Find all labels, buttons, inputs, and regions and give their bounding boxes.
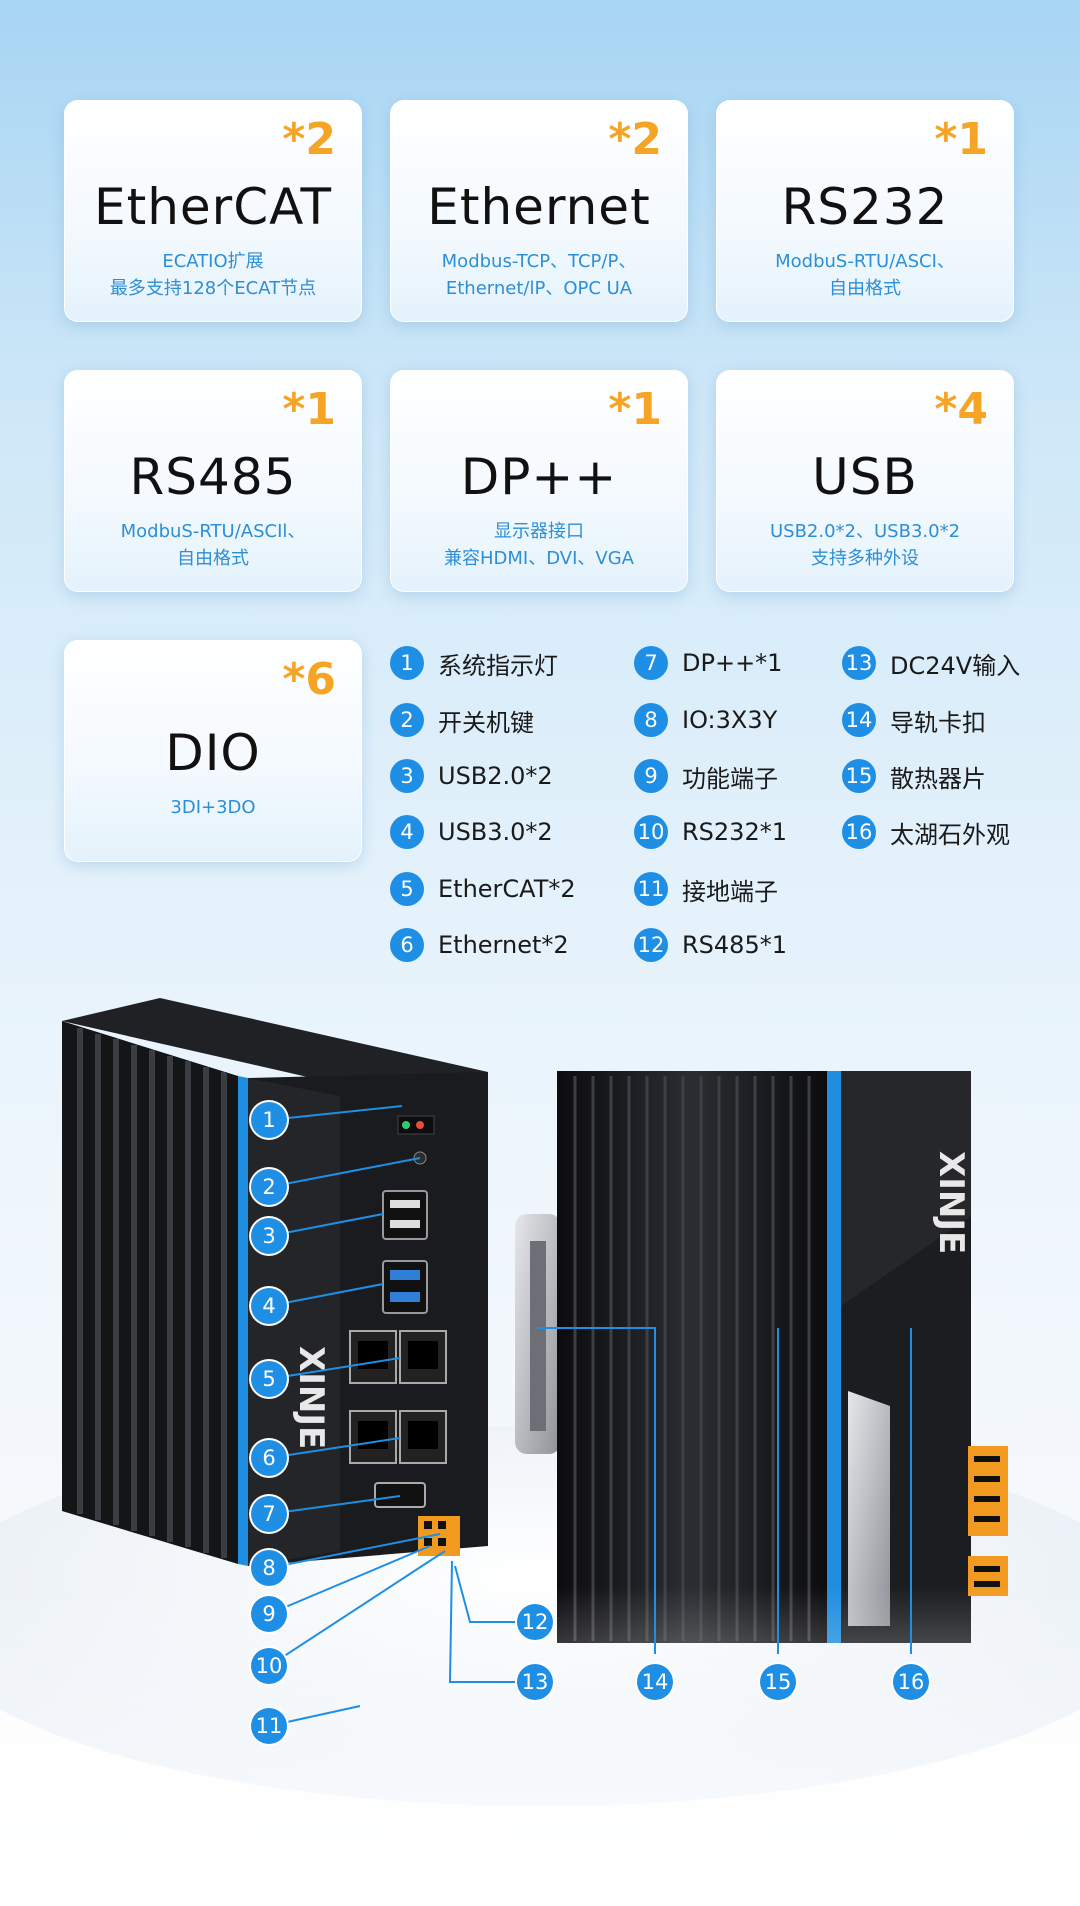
legend-label: 接地端子 <box>682 877 778 906</box>
device-side: XINJE <box>515 1071 1008 1643</box>
callout-16: 16 <box>893 1664 929 1700</box>
callout-12: 12 <box>517 1604 553 1640</box>
legend-item: 2 开关机键 <box>390 700 534 740</box>
card-title: EtherCAT <box>94 178 332 236</box>
legend-item: 3 USB2.0*2 <box>390 756 553 796</box>
legend-item: 12 RS485*1 <box>634 925 787 965</box>
callout-14: 14 <box>637 1664 673 1700</box>
callout-11: 11 <box>251 1708 287 1744</box>
legend-number: 8 <box>634 703 668 737</box>
legend-item: 6 Ethernet*2 <box>390 925 569 965</box>
legend-label: Ethernet*2 <box>438 931 569 959</box>
legend-item: 8 IO:3X3Y <box>634 700 777 740</box>
card-usb: *4 USB USB2.0*2、USB3.0*2 支持多种外设 <box>716 370 1014 592</box>
legend-number: 2 <box>390 703 424 737</box>
card-count: *1 <box>934 114 988 165</box>
card-dio: *6 DIO 3DI+3DO <box>64 640 362 862</box>
callout-9: 9 <box>251 1596 287 1632</box>
callout-13: 13 <box>517 1664 553 1700</box>
card-desc: ModbuS-RTU/ASCIl、 自由格式 <box>120 521 306 569</box>
legend-item: 15 散热器片 <box>842 756 986 796</box>
legend-label: RS232*1 <box>682 818 787 846</box>
legend-label: 散热器片 <box>890 764 986 793</box>
brand-logo-side: XINJE <box>931 1151 971 1254</box>
card-desc: Modbus-TCP、TCP/P、 Ethernet/lP、OPC UA <box>441 251 637 299</box>
callout-6: 6 <box>251 1440 287 1476</box>
card-desc: 3DI+3DO <box>170 797 256 818</box>
callout-7: 7 <box>251 1496 287 1532</box>
legend-label: USB3.0*2 <box>438 818 553 846</box>
card-title: RS485 <box>129 448 297 506</box>
legend-number: 14 <box>842 703 876 737</box>
legend-number: 9 <box>634 759 668 793</box>
card-count: *2 <box>282 114 336 165</box>
callout-4: 4 <box>251 1288 287 1324</box>
legend-label: IO:3X3Y <box>682 706 778 734</box>
legend-label: DP++*1 <box>682 649 783 677</box>
card-title: USB <box>812 448 918 506</box>
legend-number: 11 <box>634 872 668 906</box>
card-desc: 显示器接口 兼容HDMI、DVI、VGA <box>444 521 634 569</box>
legend-number: 7 <box>634 646 668 680</box>
legend-number: 15 <box>842 759 876 793</box>
card-desc: ModbuS-RTU/ASCI、 自由格式 <box>775 251 955 299</box>
card-count: *1 <box>608 384 662 435</box>
card-desc: USB2.0*2、USB3.0*2 支持多种外设 <box>769 521 961 569</box>
legend-item: 9 功能端子 <box>634 756 778 796</box>
legend-number: 16 <box>842 815 876 849</box>
card-count: *4 <box>934 384 988 435</box>
callout-3: 3 <box>251 1218 287 1254</box>
card-title: DP++ <box>460 448 618 506</box>
legend-label: RS485*1 <box>682 931 787 959</box>
legend-label: 太湖石外观 <box>890 820 1010 849</box>
legend-number: 4 <box>390 815 424 849</box>
card-rs485: *1 RS485 ModbuS-RTU/ASCIl、 自由格式 <box>64 370 362 592</box>
legend-number: 1 <box>390 646 424 680</box>
legend-item: 14 导轨卡扣 <box>842 700 986 740</box>
card-desc: ECATIO扩展 最多支持128个ECAT节点 <box>109 251 317 299</box>
card-count: *6 <box>282 654 336 705</box>
legend-item: 1 系统指示灯 <box>390 643 558 683</box>
card-rs232: *1 RS232 ModbuS-RTU/ASCI、 自由格式 <box>716 100 1014 322</box>
card-count: *1 <box>282 384 336 435</box>
legend-label: 功能端子 <box>682 764 778 793</box>
legend-label: USB2.0*2 <box>438 762 553 790</box>
callout-10: 10 <box>251 1648 287 1684</box>
legend-number: 6 <box>390 928 424 962</box>
legend-number: 13 <box>842 646 876 680</box>
callout-5: 5 <box>251 1361 287 1397</box>
card-title: RS232 <box>781 178 949 236</box>
legend-number: 12 <box>634 928 668 962</box>
legend-label: DC24V输入 <box>890 651 1021 680</box>
legend-item: 16 太湖石外观 <box>842 812 1010 852</box>
legend-number: 10 <box>634 815 668 849</box>
legend-item: 10 RS232*1 <box>634 812 787 852</box>
callout-lines <box>268 1105 912 1727</box>
legend-item: 5 EtherCAT*2 <box>390 869 576 909</box>
card-ethercat: *2 EtherCAT ECATIO扩展 最多支持128个ECAT节点 <box>64 100 362 322</box>
legend-number: 3 <box>390 759 424 793</box>
card-title: DIO <box>165 724 261 782</box>
callout-8: 8 <box>251 1550 287 1586</box>
callout-15: 15 <box>760 1664 796 1700</box>
legend-label: EtherCAT*2 <box>438 875 576 903</box>
legend-label: 开关机键 <box>438 708 534 737</box>
card-count: *2 <box>608 114 662 165</box>
legend-item: 13 DC24V输入 <box>842 643 1020 683</box>
legend-label: 系统指示灯 <box>438 651 558 680</box>
card-dp: *1 DP++ 显示器接口 兼容HDMI、DVI、VGA <box>390 370 688 592</box>
legend-item: 4 USB3.0*2 <box>390 812 553 852</box>
legend-number: 5 <box>390 872 424 906</box>
device-front: XINJE <box>62 998 488 1566</box>
callout-1: 1 <box>251 1102 287 1138</box>
legend-label: 导轨卡扣 <box>890 708 986 737</box>
brand-logo-front: XINJE <box>291 1346 331 1449</box>
card-ethernet: *2 Ethernet Modbus-TCP、TCP/P、 Ethernet/l… <box>390 100 688 322</box>
card-title: Ethernet <box>427 178 651 236</box>
legend-item: 11 接地端子 <box>634 869 778 909</box>
legend-item: 7 DP++*1 <box>634 643 782 683</box>
product-illustration: XINJE <box>0 998 1080 1906</box>
callout-2: 2 <box>251 1169 287 1205</box>
